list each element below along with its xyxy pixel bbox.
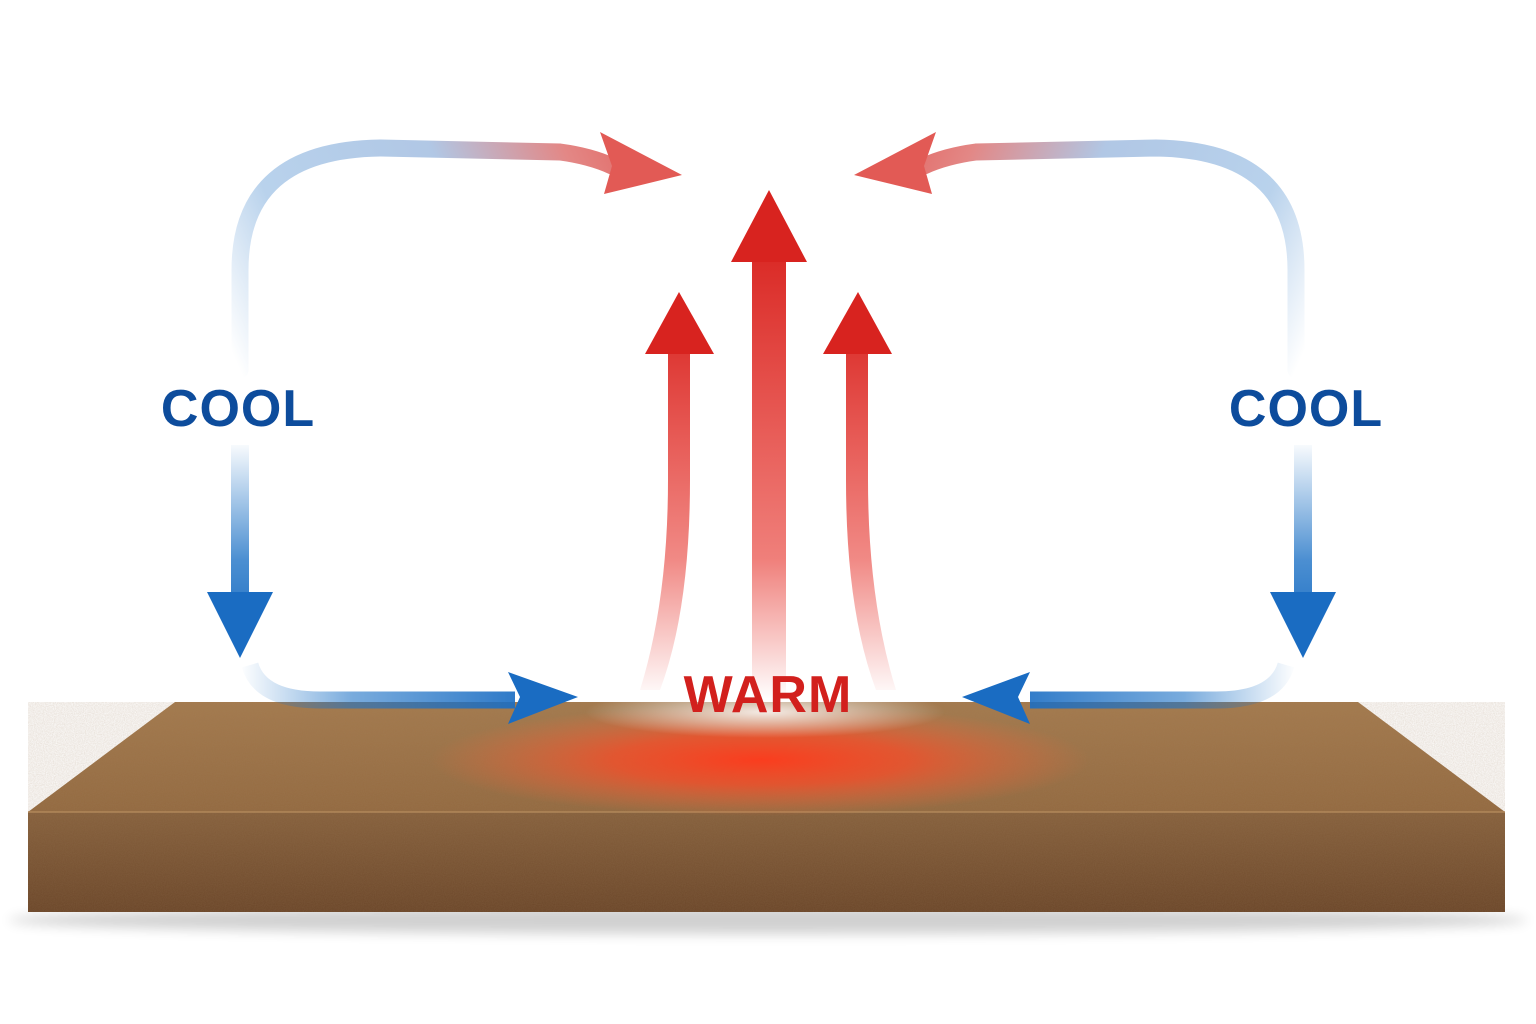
- heat-spot: [430, 704, 1090, 816]
- cool-label-right: COOL: [1229, 380, 1383, 438]
- warm-label: WARM: [684, 666, 853, 724]
- warm-rising-arrow-center: [731, 190, 807, 698]
- cool-label-left: COOL: [161, 380, 315, 438]
- warm-rising-arrow-left: [640, 292, 714, 690]
- left-bottom-inflow-arrow: [241, 662, 578, 724]
- right-bottom-inflow-arrow: [962, 662, 1295, 724]
- left-cool-down-arrow: [207, 445, 273, 658]
- right-cool-down-arrow: [1270, 445, 1336, 658]
- warm-rising-arrow-right: [823, 292, 896, 690]
- left-top-flow-arrow: [231, 132, 682, 379]
- right-top-flow-arrow: [854, 132, 1305, 379]
- ground-slab: [8, 702, 1528, 934]
